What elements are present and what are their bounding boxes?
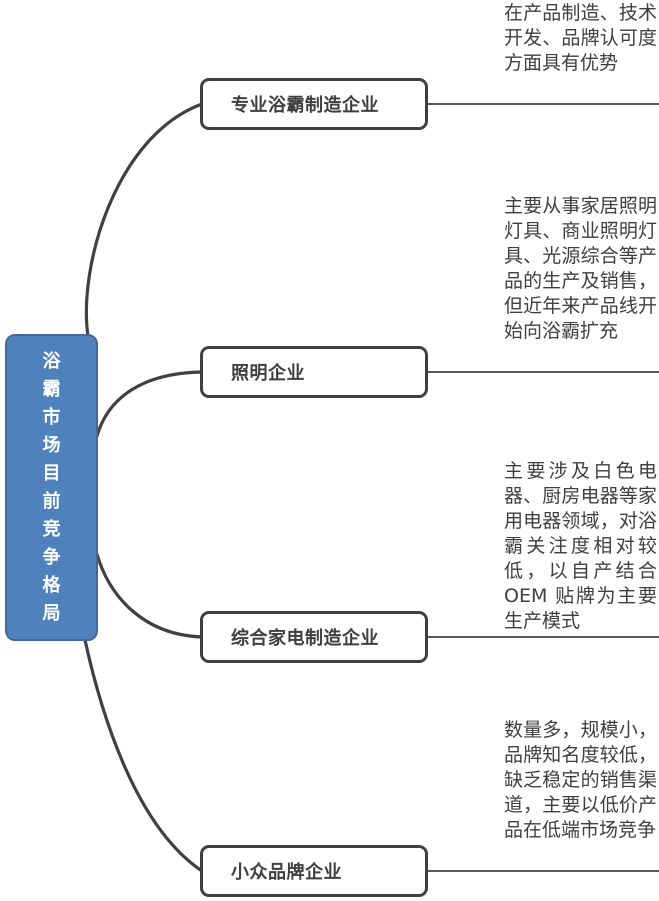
branch-node-lighting-companies[interactable]: 照明企业 xyxy=(200,346,428,398)
underline-branch-3 xyxy=(426,636,659,638)
branch-description-professional-manufacturers[interactable]: 在产品制造、技术开发、品牌认可度方面具有优势 xyxy=(504,2,657,74)
curve-to-branch-1 xyxy=(84,102,204,338)
curve-to-branch-4 xyxy=(83,638,204,873)
branch-node-label: 小众品牌企业 xyxy=(231,862,342,883)
root-node-label: 浴霸市场目前竞争格局 xyxy=(42,350,61,624)
branch-node-label: 专业浴霸制造企业 xyxy=(231,95,379,116)
underline-branch-4 xyxy=(426,870,659,872)
branch-description-appliance-manufacturers[interactable]: 主要涉及白色电器、厨房电器等家用电器领域，对浴霸关注度相对较低，以自产结合OEM… xyxy=(504,460,657,632)
branch-node-label: 综合家电制造企业 xyxy=(231,628,379,649)
underline-branch-1 xyxy=(426,103,659,105)
root-node[interactable]: 浴霸市场目前竞争格局 xyxy=(5,334,98,641)
branch-node-niche-brands[interactable]: 小众品牌企业 xyxy=(200,845,428,897)
branch-description-lighting-companies[interactable]: 主要从事家居照明灯具、商业照明灯具、光源综合等产品的生产及销售，但近年来产品线开… xyxy=(504,195,657,342)
branch-node-professional-manufacturers[interactable]: 专业浴霸制造企业 xyxy=(200,78,428,130)
branch-description-niche-brands[interactable]: 数量多，规模小，品牌知名度较低，缺乏稳定的销售渠道，主要以低价产品在低端市场竞争 xyxy=(504,719,657,841)
curve-to-branch-3 xyxy=(95,552,204,639)
underline-branch-2 xyxy=(426,371,659,373)
branch-node-appliance-manufacturers[interactable]: 综合家电制造企业 xyxy=(200,611,428,663)
branch-node-label: 照明企业 xyxy=(231,363,305,384)
curve-to-branch-2 xyxy=(95,370,204,438)
